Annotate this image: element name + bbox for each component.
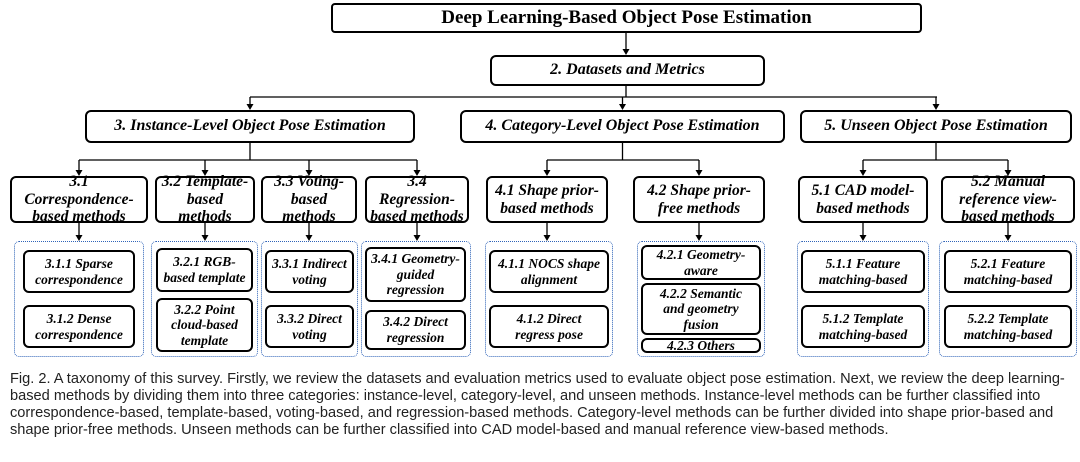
method-node-3-2: 3.2 Template- based methods: [155, 173, 255, 225]
arrow-head: [246, 104, 254, 110]
subcategory-node-4-2-2: 4.2.2 Semantic and geometry fusion: [641, 283, 761, 335]
subcategory-node-4-2-1: 4.2.1 Geometry- aware: [641, 245, 761, 280]
arrow-head: [1004, 235, 1012, 241]
subcategory-node-5-1-2: 5.1.2 Template matching-based: [801, 305, 925, 348]
arrow-head: [622, 49, 630, 55]
subcategory-node-3-2-2: 3.2.2 Point cloud-based template: [156, 298, 253, 352]
arrow-head: [932, 104, 940, 110]
method-group-3-1: [14, 241, 144, 357]
arrow-head: [619, 104, 626, 110]
branch-node-4: 4. Category-Level Object Pose Estimation: [460, 110, 785, 143]
subcategory-node-4-1-2: 4.1.2 Direct regress pose: [489, 305, 609, 348]
arrow-head: [695, 235, 703, 241]
arrow-head: [413, 170, 421, 176]
method-group-5-2: [939, 241, 1077, 357]
method-group-3-3: [261, 241, 358, 357]
subcategory-node-3-2-1: 3.2.1 RGB- based template: [156, 248, 253, 292]
subcategory-node-3-4-2: 3.4.2 Direct regression: [365, 310, 466, 350]
subcategory-node-4-1-1: 4.1.1 NOCS shape alignment: [489, 250, 609, 293]
subcategory-node-3-3-2: 3.3.2 Direct voting: [265, 305, 354, 348]
arrow-head: [859, 170, 867, 176]
method-group-5-1: [797, 241, 929, 357]
subcategory-node-4-2-3: 4.2.3 Others: [641, 338, 761, 353]
method-node-4-1: 4.1 Shape prior- based methods: [486, 176, 608, 223]
method-group-3-4: [361, 241, 471, 357]
method-node-5-1: 5.1 CAD model- based methods: [798, 176, 928, 223]
arrow-head: [305, 235, 313, 241]
subcategory-node-3-4-1: 3.4.1 Geometry- guided regression: [365, 247, 466, 302]
method-group-3-2: [151, 241, 258, 357]
arrow-head: [75, 235, 83, 241]
subcategory-node-3-3-1: 3.3.1 Indirect voting: [265, 250, 354, 293]
root-title-node: Deep Learning-Based Object Pose Estimati…: [331, 3, 922, 33]
subcategory-node-5-2-1: 5.2.1 Feature matching-based: [944, 250, 1072, 293]
subcategory-node-5-2-2: 5.2.2 Template matching-based: [944, 305, 1072, 348]
method-node-3-1: 3.1 Correspondence- based methods: [10, 173, 148, 225]
method-group-4-2: [637, 241, 765, 357]
arrow-head: [859, 235, 867, 241]
subcategory-node-3-1-1: 3.1.1 Sparse correspondence: [23, 250, 135, 293]
method-node-3-4: 3.4 Regression- based methods: [365, 173, 469, 225]
arrow-head: [1004, 170, 1012, 176]
method-group-4-1: [485, 241, 613, 357]
figure-caption: Fig. 2. A taxonomy of this survey. First…: [10, 371, 1065, 438]
arrow-head: [543, 235, 551, 241]
arrow-head: [305, 170, 313, 176]
branch-node-5: 5. Unseen Object Pose Estimation: [800, 110, 1072, 143]
branch-node-3: 3. Instance-Level Object Pose Estimation: [85, 110, 415, 143]
method-node-5-2: 5.2 Manual reference view- based methods: [941, 173, 1075, 225]
arrow-head: [543, 170, 551, 176]
arrow-head: [201, 170, 209, 176]
method-node-4-2: 4.2 Shape prior- free methods: [633, 176, 765, 223]
arrow-head: [695, 170, 703, 176]
datasets-node: 2. Datasets and Metrics: [490, 55, 765, 86]
arrow-head: [75, 170, 83, 176]
arrow-head: [201, 235, 209, 241]
subcategory-node-5-1-1: 5.1.1 Feature matching-based: [801, 250, 925, 293]
subcategory-node-3-1-2: 3.1.2 Dense correspondence: [23, 305, 135, 348]
method-node-3-3: 3.3 Voting- based methods: [261, 173, 357, 225]
arrow-head: [413, 235, 421, 241]
